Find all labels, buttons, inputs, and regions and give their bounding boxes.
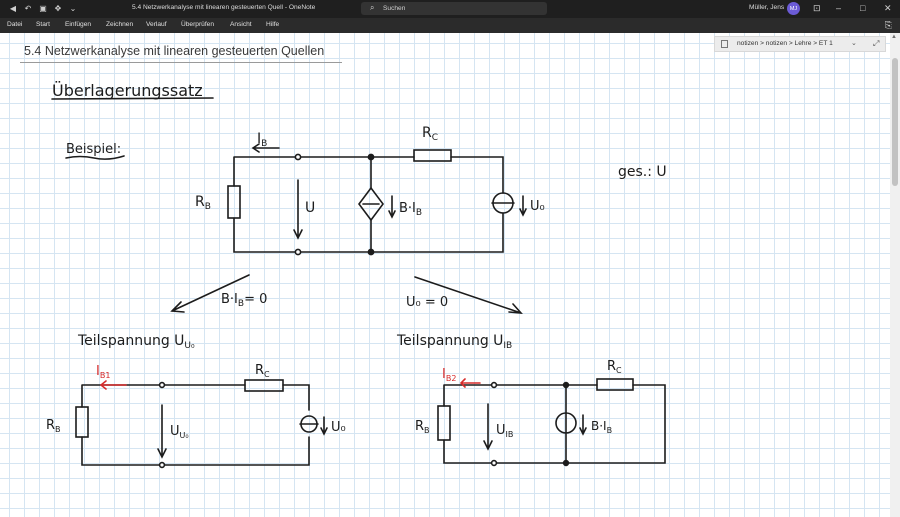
main-circuit: [227, 143, 527, 253]
page-title[interactable]: 5.4 Netzwerkanalyse mit linearen gesteue…: [24, 44, 325, 58]
close-icon[interactable]: ✕: [884, 3, 892, 13]
title-bar: ◀ ↶ ▣ ✥ ⌄ 5.4 Netzwerkanalyse mit linear…: [0, 0, 900, 18]
heading-text: Überlagerungssatz: [52, 81, 203, 100]
menu-einfuegen[interactable]: Einfügen: [65, 21, 92, 28]
back-icon[interactable]: ◀: [9, 3, 17, 13]
arrow-left: [170, 274, 250, 313]
left-ib-label: IB1: [96, 364, 110, 380]
vertical-scrollbar[interactable]: [890, 33, 900, 517]
new-page-icon[interactable]: ▣: [39, 3, 47, 13]
breadcrumb-path[interactable]: notizen > notizen > Lehre > ET 1: [737, 40, 833, 47]
expand-icon[interactable]: ⤢: [873, 39, 880, 48]
undo-icon[interactable]: ↶: [24, 3, 32, 13]
main-ctrl-label: B·IB: [399, 201, 422, 218]
left-rb-label: RB: [46, 418, 61, 434]
main-rb-label: RB: [195, 194, 211, 212]
menu-hilfe[interactable]: Hilfe: [266, 21, 280, 28]
menu-bar: Datei Start Einfügen Zeichnen Verlauf Üb…: [0, 18, 900, 33]
customize-chevron-icon[interactable]: ⌄: [69, 3, 77, 13]
menu-datei[interactable]: Datei: [7, 21, 23, 28]
example-label: Beispiel:: [66, 142, 121, 157]
arrow-right-label: U₀ = 0: [406, 295, 448, 310]
right-ib-label: IB2: [442, 367, 456, 383]
right-circuit: [437, 378, 666, 464]
avatar[interactable]: MJ: [787, 2, 800, 15]
left-rc-label: RC: [255, 363, 270, 379]
page-canvas[interactable]: [0, 33, 890, 517]
main-u0-label: U₀: [530, 199, 545, 214]
right-ctrl-label: B·IB: [591, 419, 612, 435]
example-underline: [65, 155, 125, 160]
main-u-label: U: [305, 200, 315, 216]
maximize-icon[interactable]: □: [860, 3, 866, 13]
main-ib-label: IB: [257, 131, 267, 149]
notebook-icon: [721, 40, 728, 48]
breadcrumb[interactable]: notizen > notizen > Lehre > ET 1 ⌄ ⤢: [714, 36, 886, 52]
search-icon: ⌕: [370, 3, 375, 12]
menu-start[interactable]: Start: [36, 21, 50, 28]
right-u-label: UIB: [496, 423, 513, 439]
menu-ansicht[interactable]: Ansicht: [230, 21, 252, 28]
menu-verlauf[interactable]: Verlauf: [146, 21, 167, 28]
arrow-left-label: B·IB= 0: [221, 292, 267, 309]
scroll-up-icon[interactable]: ▲: [891, 34, 897, 40]
menu-ueberpruefen[interactable]: Überprüfen: [181, 21, 214, 28]
title-underline: [20, 62, 342, 63]
right-title: Teilspannung UIB: [396, 333, 512, 351]
minimize-icon[interactable]: –: [836, 3, 842, 13]
right-rc-label: RC: [607, 359, 622, 375]
share-icon[interactable]: ⎘: [884, 20, 892, 30]
user-name[interactable]: Müller, Jens: [749, 4, 785, 11]
left-title: Teilspannung UU₀: [77, 333, 195, 351]
ribbon-display-icon[interactable]: ⊡: [813, 3, 821, 13]
search-box[interactable]: ⌕ Suchen: [361, 2, 547, 15]
heading-underline: [51, 97, 214, 100]
given-label: ges.: U: [618, 164, 667, 180]
touch-mode-icon[interactable]: ✥: [54, 3, 62, 13]
window-title: 5.4 Netzwerkanalyse mit linearen gesteue…: [132, 4, 316, 11]
scrollbar-thumb[interactable]: [892, 58, 898, 186]
arrow-right: [414, 276, 523, 314]
right-rb-label: RB: [415, 419, 430, 435]
left-u-label: UU₀: [170, 424, 189, 440]
left-u0-label: U₀: [331, 420, 346, 435]
search-placeholder: Suchen: [383, 5, 406, 12]
quick-access-toolbar: ◀ ↶ ▣ ✥ ⌄: [8, 3, 78, 13]
main-rc-label: RC: [422, 125, 438, 143]
left-circuit: [75, 379, 328, 466]
menu-zeichnen[interactable]: Zeichnen: [106, 21, 134, 28]
chevron-down-icon[interactable]: ⌄: [851, 40, 857, 47]
